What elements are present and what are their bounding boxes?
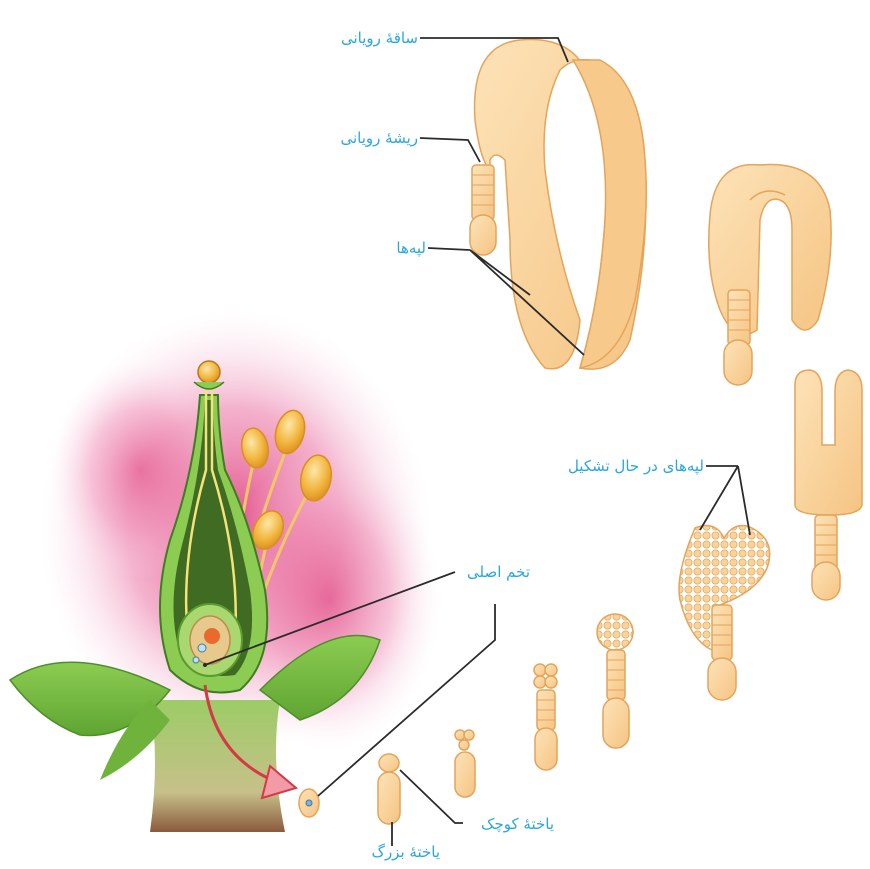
flower-illustration xyxy=(10,310,440,832)
label-radicle: ریشهٔ رویانی xyxy=(328,128,418,148)
zygote-cell xyxy=(299,789,319,817)
globular-embryo xyxy=(597,614,633,748)
mature-embryo xyxy=(470,40,646,370)
curved-embryo xyxy=(709,165,831,385)
torpedo-embryo xyxy=(795,370,862,600)
early-embryo-stage-3 xyxy=(455,730,475,797)
label-large-cell: یاختهٔ بزرگ xyxy=(356,842,440,862)
label-cotyledons: لپه‌ها xyxy=(360,238,426,258)
label-forming-cotyledons: لپه‌های در حال تشکیل xyxy=(540,456,704,476)
label-small-cell: یاختهٔ کوچک xyxy=(462,814,554,834)
label-zygote: تخم اصلی xyxy=(440,562,530,582)
label-hypocotyl: ساقهٔ رویانی xyxy=(330,28,418,48)
two-cell-embryo xyxy=(378,754,400,824)
heart-stage-embryo xyxy=(679,526,770,700)
early-embryo-stage-4 xyxy=(534,664,557,770)
